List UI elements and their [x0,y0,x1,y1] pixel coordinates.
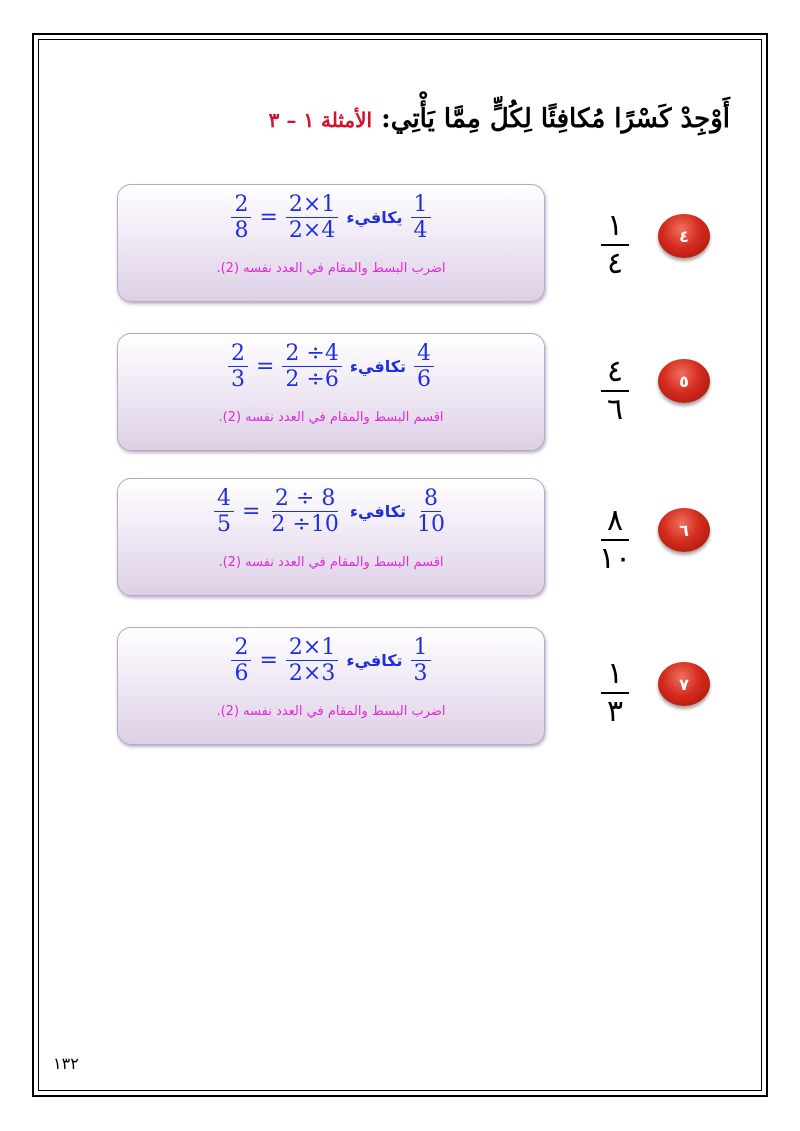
denominator: 2×4 [288,218,336,244]
exercise-number-badge: ٦ [658,508,710,552]
denominator: ٤ [606,245,624,281]
numerator: 2 ÷4 [282,342,342,368]
equals-sign: = [255,354,275,380]
exercise-number-badge: ٧ [658,662,710,706]
hint-text: اقسم البسط والمقام في العدد نفسه (2). [218,555,444,570]
hint-text: اضرب البسط والمقام في العدد نفسه (2). [216,261,446,276]
numerator: 2 [227,342,248,368]
denominator: ٣ [606,693,624,729]
page-border-outer [32,33,768,1097]
page-number: ١٣٢ [53,1054,79,1073]
page-border-inner [38,39,762,1091]
denominator: 2 ÷10 [271,512,339,538]
equals-sign: = [241,499,261,525]
denominator: 6 [234,661,249,687]
equals-sign: = [259,648,278,674]
denominator: 4 [413,218,428,244]
denominator: ١٠ [598,540,632,576]
page-title: أَوْجِدْ كَسْرًا مُكافِئًا لِكُلٍّ مِمَّ… [269,104,730,134]
equivalent-word: تكافيء [349,357,407,377]
equivalent-word: يكافيء [346,208,403,228]
equivalent-word: تكافيء [349,502,407,522]
numerator: ١ [600,210,630,246]
hint-text: اقسم البسط والمقام في العدد نفسه (2). [218,410,444,425]
denominator: ٦ [606,391,624,427]
equals-sign: = [259,205,278,231]
numerator: 1 [410,636,431,662]
numerator: 2×1 [285,193,339,219]
numerator: 1 [410,193,431,219]
numerator: ٤ [600,356,630,392]
denominator: 2 ÷6 [285,367,339,393]
denominator: 8 [234,218,249,244]
numerator: 2 [231,636,252,662]
numerator: 8 [421,487,442,513]
denominator: 3 [413,661,428,687]
hint-text: اضرب البسط والمقام في العدد نفسه (2). [216,704,446,719]
title-text: أَوْجِدْ كَسْرًا مُكافِئًا لِكُلٍّ مِمَّ… [372,104,730,134]
numerator: 4 [213,487,234,513]
denominator: 5 [216,512,231,538]
exercise-number-badge: ٤ [658,214,710,258]
denominator: 2×3 [288,661,336,687]
denominator: 10 [417,512,446,538]
numerator: 2×1 [285,636,339,662]
numerator: 2 [231,193,252,219]
denominator: 3 [230,367,245,393]
numerator: ١ [600,658,630,694]
numerator: 2 ÷ 8 [271,487,339,513]
numerator: ٨ [600,505,630,541]
equivalent-word: تكافيء [346,651,403,671]
numerator: 4 [414,342,435,368]
denominator: 6 [417,367,432,393]
exercise-number-badge: ٥ [658,359,710,403]
title-example-ref: الأمثلة ١ – ٣ [268,108,373,132]
